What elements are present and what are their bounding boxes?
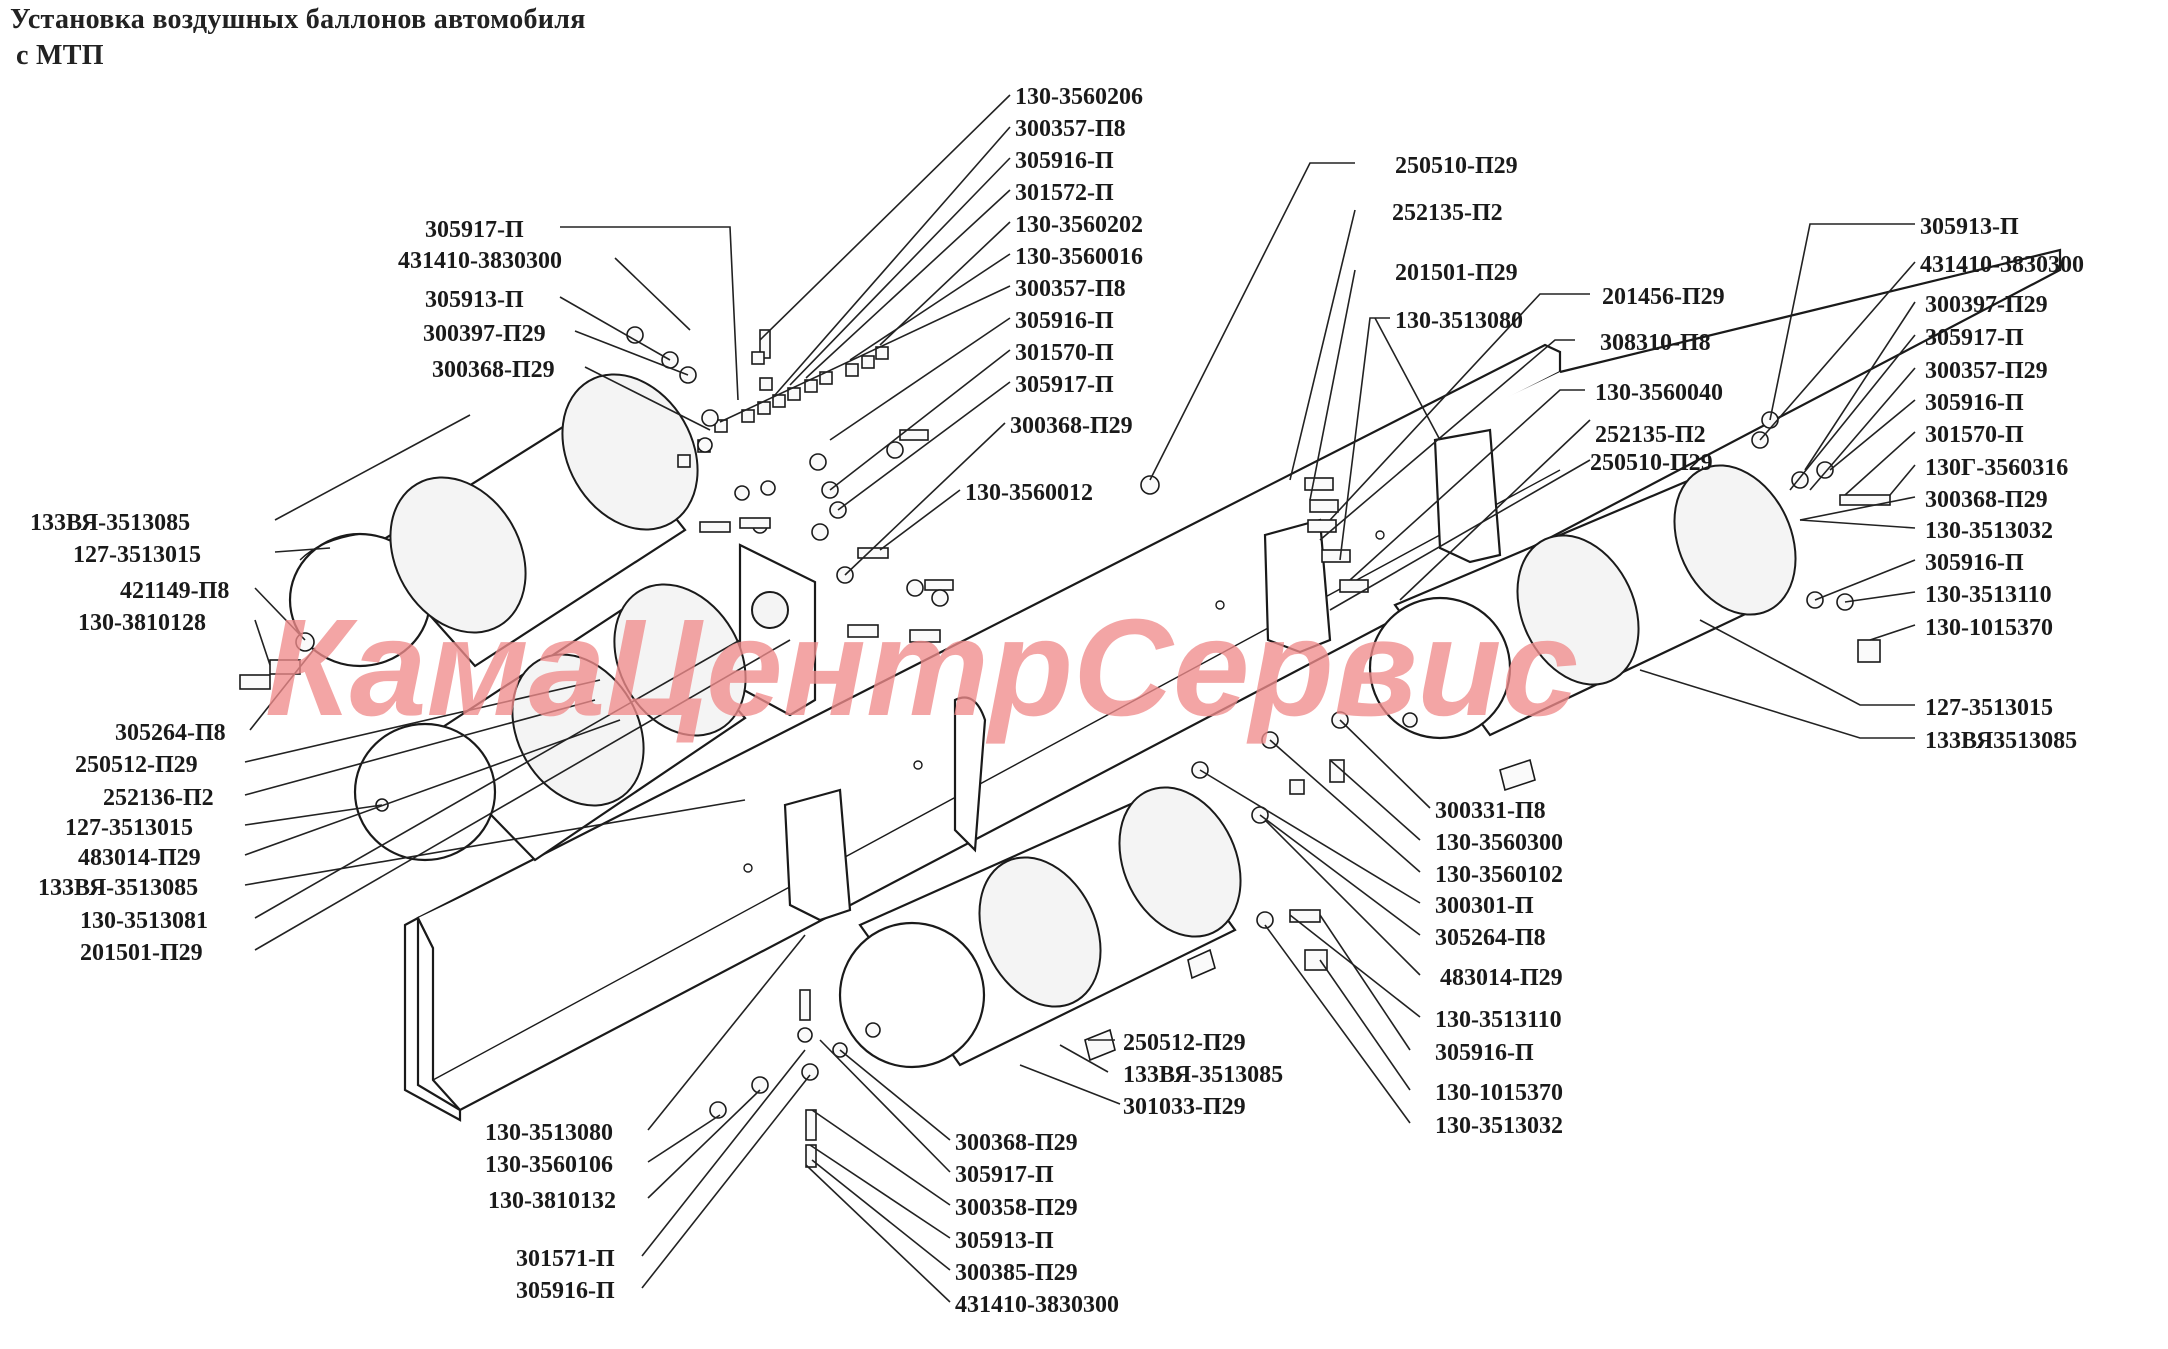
part-label: 130-3560206 xyxy=(1015,84,1143,110)
part-label: 252135-П2 xyxy=(1595,422,1706,448)
part-label: 301033-П29 xyxy=(1123,1094,1246,1120)
part-label: 305916-П xyxy=(1015,308,1114,334)
part-label: 300358-П29 xyxy=(955,1195,1078,1221)
part-label: 130-3810132 xyxy=(488,1188,616,1214)
air-tank-upper-left xyxy=(288,373,699,668)
part-label: 127-3513015 xyxy=(1925,695,2053,721)
part-label: 252136-П2 xyxy=(103,785,214,811)
part-label: 305913-П xyxy=(425,287,524,313)
part-label: 130Г-3560316 xyxy=(1925,455,2068,481)
part-label: 250512-П29 xyxy=(75,752,198,778)
part-label: 201501-П29 xyxy=(1395,260,1518,286)
part-label: 130-3560202 xyxy=(1015,212,1143,238)
part-label: 130-3560016 xyxy=(1015,244,1143,270)
part-label: 130-3560300 xyxy=(1435,830,1563,856)
part-label: 300301-П xyxy=(1435,893,1534,919)
part-label: 300357-П8 xyxy=(1015,276,1126,302)
part-label: 305917-П xyxy=(425,217,524,243)
part-label: 130-3560012 xyxy=(965,480,1093,506)
air-tank-right xyxy=(1368,464,1797,792)
part-label: 431410-3830300 xyxy=(955,1292,1119,1318)
part-label: 301572-П xyxy=(1015,180,1114,206)
part-label: 431410-3830300 xyxy=(1920,252,2084,278)
part-label: 483014-П29 xyxy=(78,845,201,871)
part-label: 300357-П29 xyxy=(1925,358,2048,384)
part-label: 305916-П xyxy=(1435,1040,1534,1066)
part-label: 250510-П29 xyxy=(1590,450,1713,476)
part-label: 130-3513080 xyxy=(485,1120,613,1146)
part-label: 130-3513110 xyxy=(1925,582,2052,608)
part-label: 308310-П8 xyxy=(1600,330,1711,356)
page-title: Установка воздушных баллонов автомобиля xyxy=(10,4,586,35)
part-label: 252135-П2 xyxy=(1392,200,1503,226)
part-label: 431410-3830300 xyxy=(398,248,562,274)
air-tank-lower-left xyxy=(353,583,747,862)
part-label: 130-3560106 xyxy=(485,1152,613,1178)
part-label: 301571-П xyxy=(516,1246,615,1272)
part-label: 305916-П xyxy=(1925,550,2024,576)
part-label: 133ВЯ-3513085 xyxy=(38,875,198,901)
leader-lines xyxy=(244,94,1916,1303)
part-label: 300397-П29 xyxy=(1925,292,2048,318)
part-label: 305913-П xyxy=(1920,214,2019,240)
part-label: 201501-П29 xyxy=(80,940,203,966)
part-label: 250512-П29 xyxy=(1123,1030,1246,1056)
part-label: 421149-П8 xyxy=(120,578,229,604)
part-label: 300357-П8 xyxy=(1015,116,1126,142)
part-label: 133ВЯ-3513085 xyxy=(1123,1062,1283,1088)
part-label: 305917-П xyxy=(1015,372,1114,398)
part-label: 300368-П29 xyxy=(955,1130,1078,1156)
part-label: 301570-П xyxy=(1015,340,1114,366)
part-label: 305913-П xyxy=(955,1228,1054,1254)
part-label: 130-3560040 xyxy=(1595,380,1723,406)
part-label: 133ВЯ-3513085 xyxy=(30,510,190,536)
page-subtitle: с МТП xyxy=(16,40,104,71)
part-label: 300397-П29 xyxy=(423,321,546,347)
part-label: 201456-П29 xyxy=(1602,284,1725,310)
part-label: 301570-П xyxy=(1925,422,2024,448)
part-label: 305917-П xyxy=(1925,325,2024,351)
part-label: 305916-П xyxy=(516,1278,615,1304)
part-label: 130-1015370 xyxy=(1925,615,2053,641)
part-label: 130-3560102 xyxy=(1435,862,1563,888)
part-label: 130-3513080 xyxy=(1395,308,1523,334)
part-label: 300331-П8 xyxy=(1435,798,1546,824)
part-label: 130-3513032 xyxy=(1435,1113,1563,1139)
air-tank-lower-center xyxy=(838,786,1242,1069)
part-label: 305917-П xyxy=(955,1162,1054,1188)
part-label: 300385-П29 xyxy=(955,1260,1078,1286)
part-label: 300368-П29 xyxy=(1925,487,2048,513)
part-label: 483014-П29 xyxy=(1440,965,1563,991)
part-label: 305264-П8 xyxy=(1435,925,1546,951)
part-label: 130-3810128 xyxy=(78,610,206,636)
part-label: 130-1015370 xyxy=(1435,1080,1563,1106)
part-label: 300368-П29 xyxy=(1010,413,1133,439)
part-label: 130-3513032 xyxy=(1925,518,2053,544)
part-label: 127-3513015 xyxy=(65,815,193,841)
part-label: 300368-П29 xyxy=(432,357,555,383)
part-labels: 130-3560206 300357-П8 305916-П 301572-П … xyxy=(30,84,2084,1318)
part-label: 250510-П29 xyxy=(1395,153,1518,179)
part-label: 305916-П xyxy=(1925,390,2024,416)
part-label: 127-3513015 xyxy=(73,542,201,568)
part-label: 130-3513081 xyxy=(80,908,208,934)
part-label: 130-3513110 xyxy=(1435,1007,1562,1033)
watermark: КамаЦентрСервис xyxy=(265,591,1578,745)
part-label: 305264-П8 xyxy=(115,720,226,746)
part-label: 305916-П xyxy=(1015,148,1114,174)
part-label: 133ВЯ3513085 xyxy=(1925,728,2077,754)
